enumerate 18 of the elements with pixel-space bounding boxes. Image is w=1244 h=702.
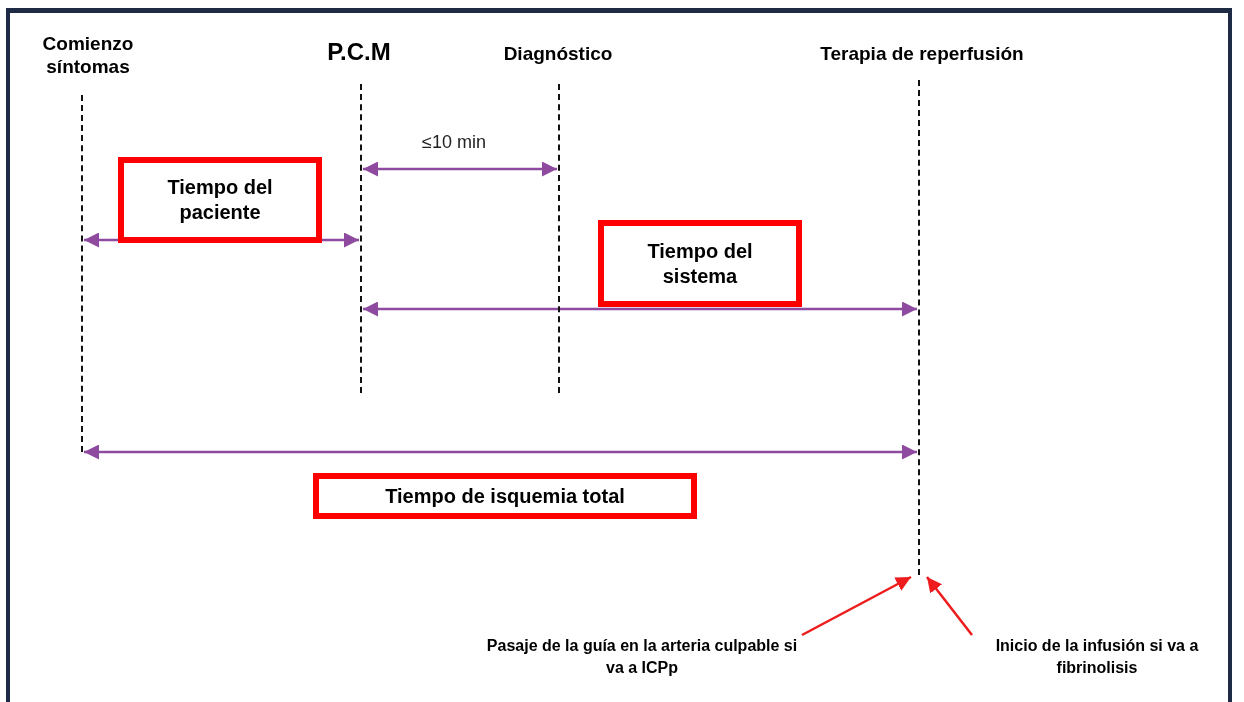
note-text: Pasaje de la guía en la arteria culpable si va a ICPp bbox=[482, 635, 802, 681]
note-text: Inicio de la infusión si va a fibrinolisis bbox=[972, 635, 1222, 681]
arrow bbox=[801, 575, 912, 637]
dashed-line bbox=[558, 84, 560, 393]
timeline-heading: P.C.M bbox=[326, 40, 392, 63]
arrow bbox=[926, 576, 973, 636]
label-box: Tiempo de isquemia total bbox=[313, 473, 697, 519]
timeline-heading: Comienzo síntomas bbox=[41, 32, 135, 78]
dashed-line bbox=[81, 95, 83, 452]
dashed-line bbox=[360, 84, 362, 393]
timeline-heading: Diagnóstico bbox=[502, 42, 614, 65]
dashed-line bbox=[918, 80, 920, 575]
label-box: Tiempo del paciente bbox=[118, 157, 322, 243]
label-box: Tiempo del sistema bbox=[598, 220, 802, 307]
arrow bbox=[363, 161, 557, 177]
arrow bbox=[84, 444, 917, 460]
timeline-heading: Terapia de reperfusión bbox=[819, 42, 1025, 65]
arrow bbox=[363, 301, 917, 317]
